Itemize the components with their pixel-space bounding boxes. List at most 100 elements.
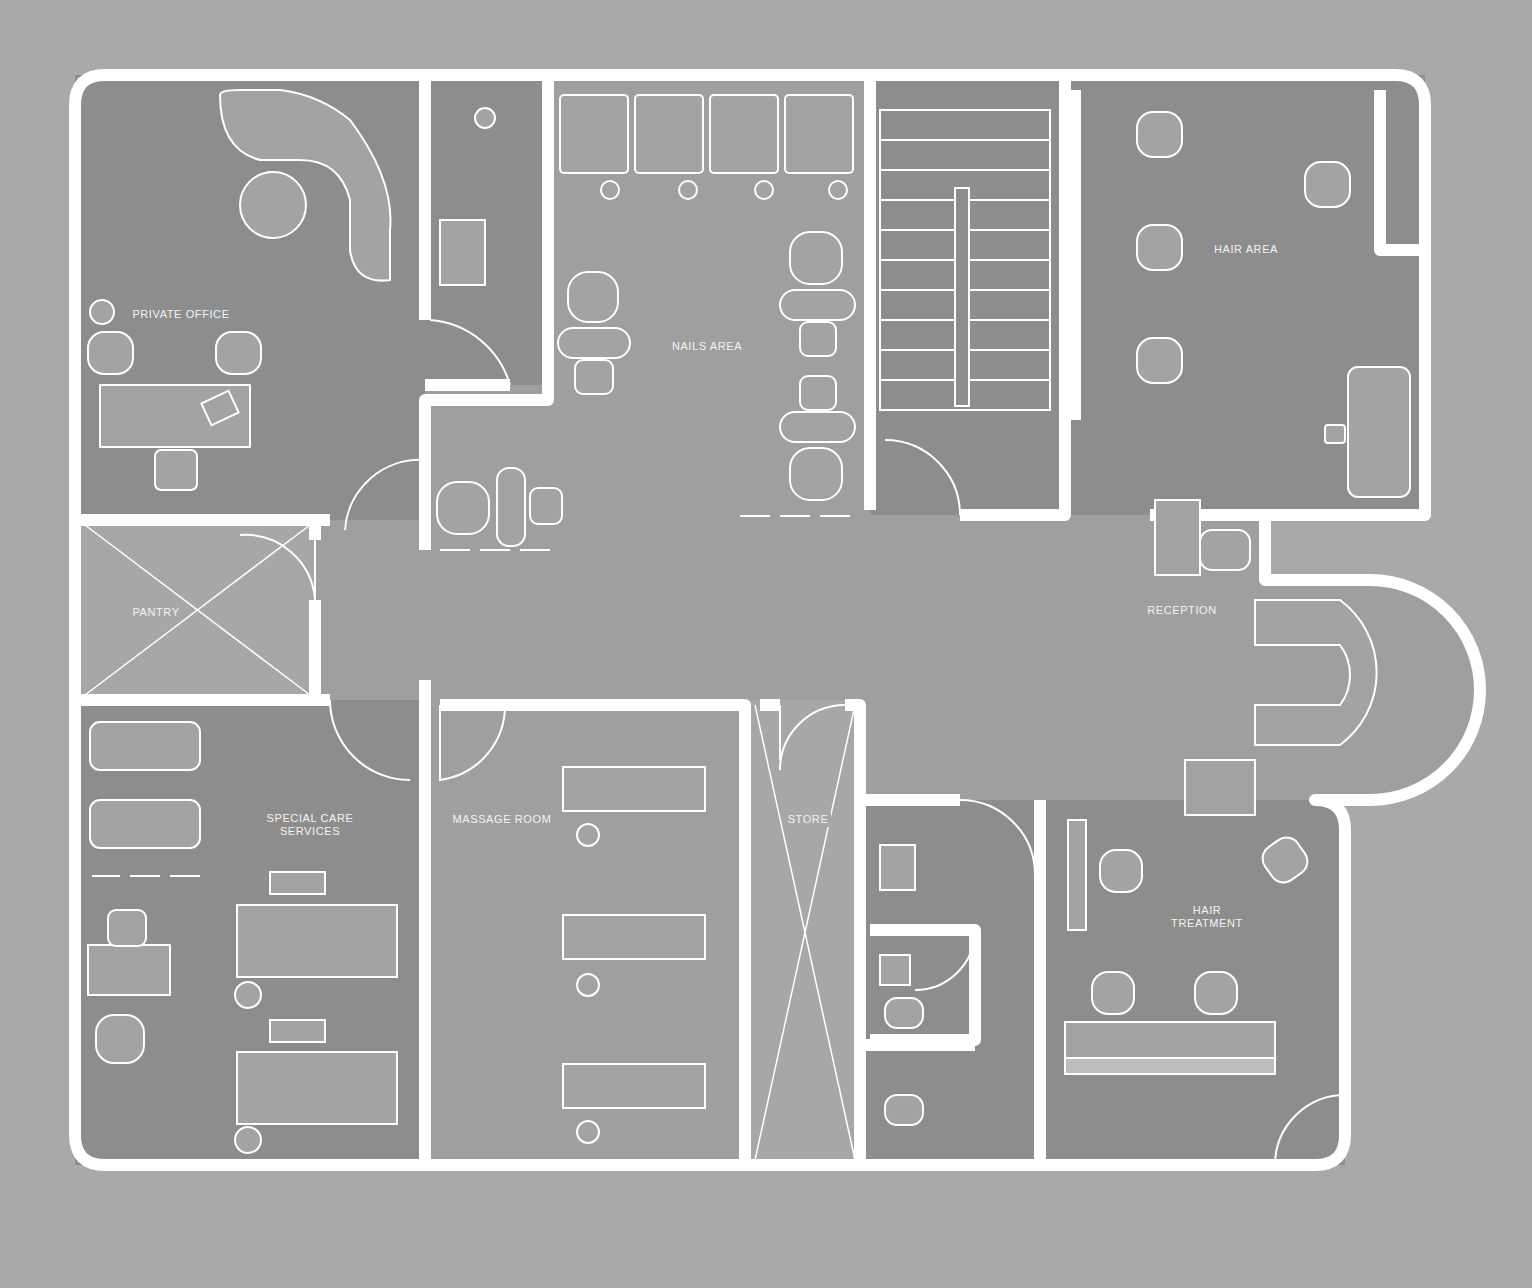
walls-part [425,75,548,550]
furniture-part [270,872,325,894]
furniture-part [575,360,613,394]
store-fill [75,520,860,1165]
furniture-part [710,95,778,173]
furniture-part [1195,972,1237,1014]
walls-part [75,75,1480,1165]
furniture-part [1155,500,1200,575]
furniture-part [108,910,146,946]
furniture-part [563,1064,705,1108]
windows-part [70,260,74,1060]
room-name: NAILS AREA [669,339,745,354]
walls-part [75,514,330,526]
dark-room-fill-part [75,700,425,1165]
walls-part [419,410,431,550]
windows-part [220,70,1260,74]
furniture-part [1305,162,1350,207]
furniture-part [88,332,133,374]
furniture-part [780,412,855,442]
furniture-part [155,450,197,490]
furniture-part [96,1015,144,1063]
room-label-box: SPECIAL CARE SERVICES [260,811,360,839]
furniture-part [560,95,628,173]
furniture-part [1200,530,1250,570]
furniture-part [800,376,836,410]
furniture-part [235,1127,261,1153]
furniture-part [440,516,850,550]
walls-part [1069,90,1081,420]
furniture-part [1065,1058,1275,1074]
furniture-part [270,1020,325,1042]
door-swings-part [430,320,510,385]
furniture-part [568,272,618,322]
furniture-part [90,800,200,848]
furniture-part [440,220,485,285]
room-label-box: HAIR AREA [1166,239,1326,257]
furniture-part [563,915,705,959]
walls-part [1380,90,1420,250]
furniture-part [1348,367,1410,497]
furniture-part [235,982,261,1008]
windows [72,72,1428,1168]
furniture-part [92,875,200,877]
room-name: SPECIAL CARE SERVICES [260,811,360,839]
room-name: PANTRY [129,605,182,620]
dark-room-fill-part [1065,75,1425,515]
room-name: PRIVATE OFFICE [129,307,232,322]
store-cross-part [85,525,310,695]
furniture-part [201,391,238,425]
furniture-part [437,482,489,534]
furniture-part [679,181,697,199]
room-label-box: STORE [763,809,853,827]
door-swings-part [885,440,960,515]
door-swings-part [1275,1095,1345,1165]
furniture-part [880,955,910,985]
walls-part [864,75,876,510]
store-fill-part [75,520,315,700]
door-swings-part [345,460,425,530]
furniture-part [497,468,525,546]
dark-room-fill-part [870,75,1065,515]
furniture-part [1100,850,1142,892]
furniture-part [1185,760,1255,815]
furniture-part [1092,972,1134,1014]
furniture-part [1255,600,1377,745]
furniture-part [1325,425,1345,443]
furniture-part [1257,832,1313,888]
furniture-part [475,108,495,128]
furniture-part [100,385,250,447]
furniture-part [90,722,200,770]
room-label-box: PRIVATE OFFICE [101,304,261,322]
furniture-part [880,845,915,890]
store-cross [85,525,855,1160]
walls [75,75,1480,1165]
room-name: MASSAGE ROOM [450,812,555,827]
furniture-part [577,974,599,996]
door-swings-part [915,930,975,990]
room-fill-part [75,75,1480,1165]
furniture-part [635,95,703,173]
store-cross-part [755,705,855,1160]
door-swings-part [330,700,410,780]
walls-part [440,705,745,1165]
door-swings-part [240,535,315,600]
furniture-part [1137,338,1182,383]
door-swings-part [780,705,845,770]
windows-part [140,1166,1240,1170]
room-label-box: RECEPTION [1112,600,1252,618]
walls-part [419,75,431,320]
walls-part [425,379,510,391]
furniture-part [885,1095,923,1125]
furniture-part [240,172,306,238]
furniture-part [563,767,705,811]
door-swings-part [960,800,1035,875]
furniture-part [785,95,853,173]
room-name: HAIR TREATMENT [1164,903,1250,931]
furniture-part [790,448,842,500]
furniture-part [1137,225,1182,270]
furniture-part [90,300,114,324]
furniture [88,90,1410,1153]
furniture-part [220,90,391,281]
stairs-part [955,188,969,406]
room-label-box: PANTRY [96,602,216,620]
